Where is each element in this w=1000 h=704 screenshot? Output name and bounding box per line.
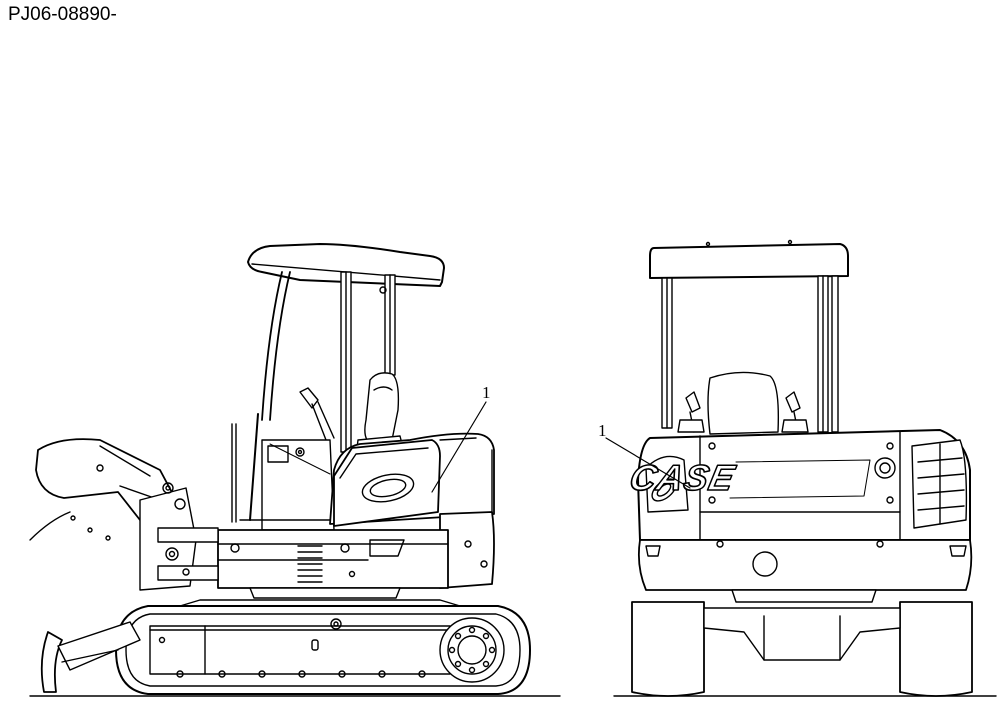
side-dozer-blade	[42, 622, 140, 692]
side-drive-sprocket	[440, 618, 504, 682]
rear-seat	[708, 372, 778, 434]
side-view: 1	[30, 244, 560, 696]
rear-callout-label: 1	[598, 421, 607, 440]
rear-control-levers	[678, 392, 808, 432]
side-track	[116, 600, 530, 694]
drawing-code: PJ06-08890-	[8, 4, 117, 25]
rear-lower-body	[639, 540, 971, 590]
rear-tracks	[632, 602, 972, 696]
rear-left-lamp	[646, 456, 688, 512]
rear-right-grille	[912, 440, 966, 528]
rear-view: CASE	[598, 241, 996, 697]
side-deck	[218, 530, 448, 588]
side-step-treads	[298, 546, 322, 582]
side-boom	[30, 439, 218, 590]
brand-text: CASE	[626, 457, 739, 498]
side-counterweight	[440, 512, 494, 588]
rear-brand-logo: CASE	[625, 457, 895, 499]
rear-canopy-posts	[662, 276, 838, 432]
side-callout-label: 1	[482, 383, 491, 402]
rear-swing-bearing	[732, 590, 876, 602]
rear-callout-1: 1	[598, 421, 690, 488]
side-callout-1: 1	[270, 383, 491, 492]
side-canopy-posts	[262, 272, 395, 452]
side-control-levers	[232, 388, 334, 522]
side-swing-bearing	[250, 588, 400, 598]
side-panel	[334, 440, 440, 526]
rear-canopy-roof	[650, 244, 848, 278]
